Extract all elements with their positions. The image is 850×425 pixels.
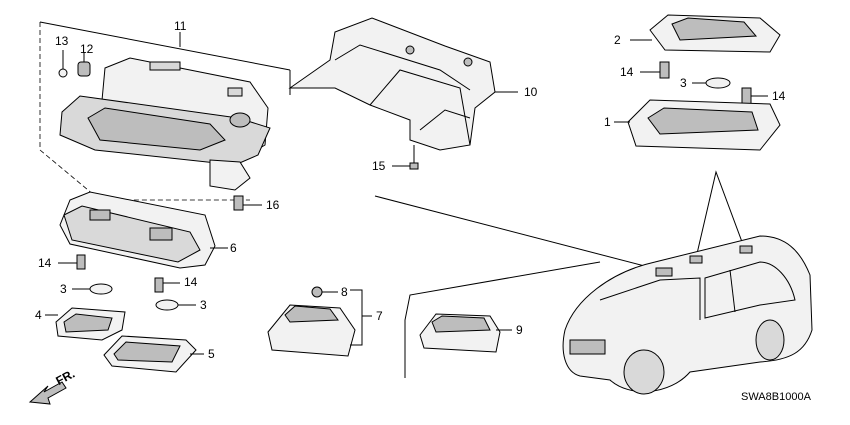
part-1-lens (614, 99, 781, 151)
callout-7: 7 (376, 309, 383, 323)
part-11-map-light-assembly (39, 21, 291, 201)
vehicle-illustration (562, 235, 813, 395)
callout-8: 8 (341, 285, 348, 299)
callout-12: 12 (80, 42, 94, 56)
front-direction-arrow (28, 381, 67, 405)
callout-14-mid: 14 (184, 275, 198, 289)
callout-14-right-a: 14 (620, 65, 634, 79)
part-16-screw (233, 195, 262, 211)
callout-2: 2 (614, 33, 621, 47)
callout-3-left: 3 (60, 282, 67, 296)
part-14-screw-mid (154, 277, 180, 293)
part-4-lens (45, 307, 126, 341)
part-14-screw-right-a (640, 61, 670, 79)
part-3-bulb-left (72, 283, 113, 295)
part-6-lamp-housing (59, 191, 228, 269)
callout-5: 5 (208, 347, 215, 361)
callout-14-left: 14 (38, 256, 52, 270)
part-14-screw-right-b (741, 87, 768, 105)
callout-13: 13 (55, 34, 69, 48)
callout-6: 6 (230, 241, 237, 255)
leader-line-to-vehicle (374, 195, 661, 271)
part-13-screw (58, 50, 68, 78)
part-2-base (630, 14, 781, 53)
part-5-lens (103, 335, 204, 373)
part-9-light-unit (404, 261, 601, 378)
callout-11: 11 (174, 19, 187, 33)
callout-10: 10 (524, 85, 538, 99)
leader-lines-to-roof (695, 170, 749, 259)
callout-3-mid: 3 (200, 298, 207, 312)
part-10-bracket (288, 17, 518, 151)
callout-14-right-b: 14 (772, 89, 786, 103)
callout-1: 1 (604, 115, 611, 129)
callout-3-right: 3 (680, 76, 687, 90)
callout-4: 4 (35, 308, 42, 322)
part-14-screw-left (58, 254, 86, 270)
part-3-bulb-mid (155, 299, 196, 311)
part-8-clip (311, 286, 338, 298)
part-3-bulb-right (692, 77, 731, 89)
callout-15: 15 (372, 159, 386, 173)
part-12-clip (77, 52, 91, 77)
callout-9: 9 (516, 323, 523, 337)
diagram-code: SWA8B1000A (741, 391, 811, 403)
callout-16: 16 (266, 198, 280, 212)
part-15-screw (392, 145, 419, 170)
part-7-light-unit (267, 289, 372, 357)
